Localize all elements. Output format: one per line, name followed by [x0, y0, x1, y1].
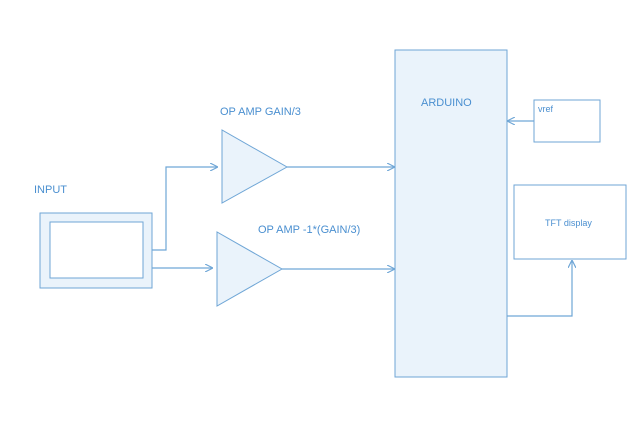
wire-input-to-opamp-top	[152, 167, 217, 251]
wire-arduino-to-tft	[507, 261, 572, 317]
opamp-top-triangle	[221, 129, 289, 204]
opamp-bottom-label: OP AMP -1*(GAIN/3)	[258, 224, 360, 236]
opamp-bottom-triangle	[216, 231, 284, 307]
input-inner-screen	[49, 221, 144, 279]
tft-display-label: TFT display	[545, 218, 592, 228]
arduino-block	[394, 49, 508, 378]
vref-block	[533, 99, 601, 143]
arduino-label: ARDUINO	[421, 97, 472, 109]
input-label: INPUT	[34, 184, 67, 196]
opamp-top-label: OP AMP GAIN/3	[220, 106, 301, 118]
vref-label: vref	[538, 104, 554, 114]
tft-display-block	[513, 184, 627, 260]
